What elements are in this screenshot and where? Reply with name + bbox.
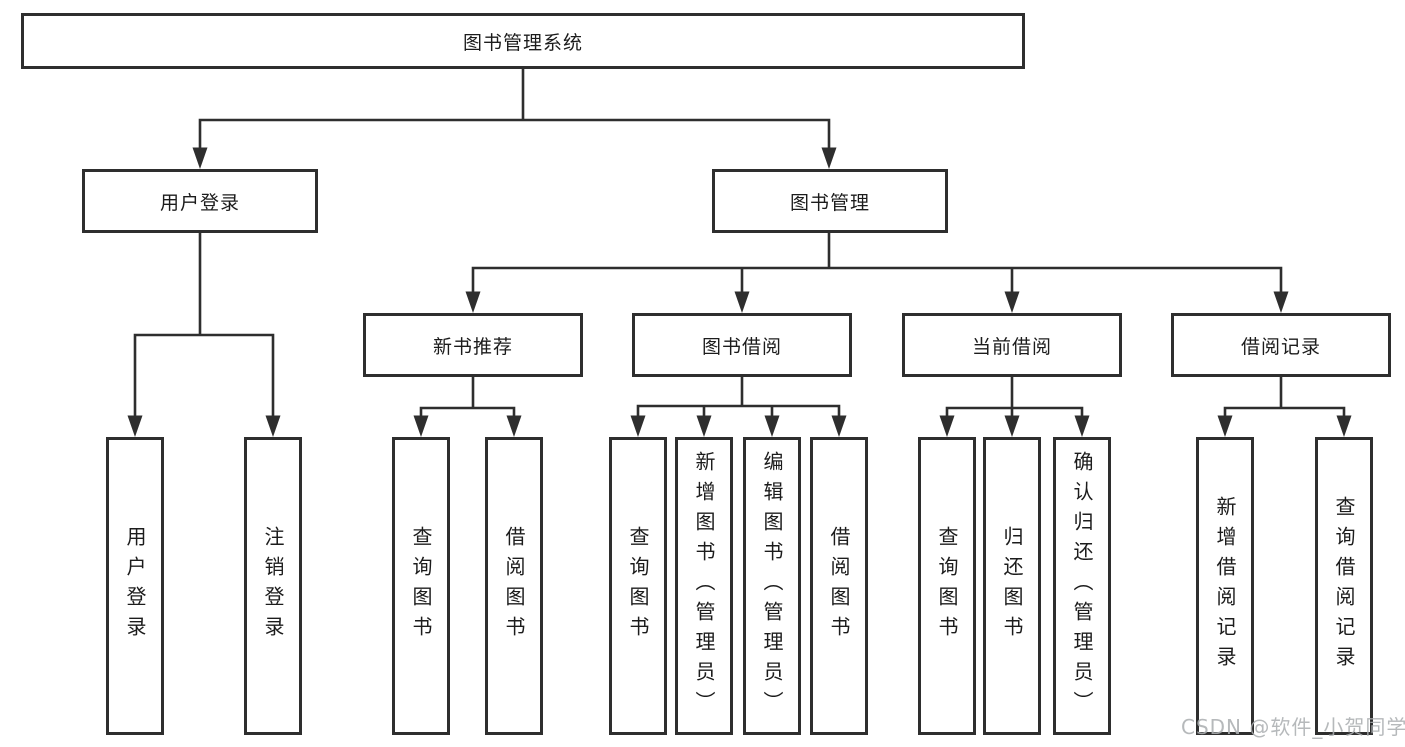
leaf-add-borrow-record: 新增借阅记录 xyxy=(1196,437,1254,735)
leaf-borrow-books-recommend: 借阅图书 xyxy=(485,437,543,735)
edge-book-borrowing-to-leaves xyxy=(630,375,847,437)
leaf-query-books-current: 查询图书 xyxy=(918,437,976,735)
leaf-query-borrow-record: 查询借阅记录 xyxy=(1315,437,1373,735)
leaf-label: 查询图书 xyxy=(409,526,433,646)
node-label: 用户登录 xyxy=(159,191,240,214)
leaf-label: 查询图书 xyxy=(935,526,959,646)
leaf-label: 借阅图书 xyxy=(502,526,526,646)
leaf-edit-books-admin: 编辑图书（管理员） xyxy=(743,437,801,735)
node-new-book-recommend: 新书推荐 xyxy=(363,313,583,377)
leaf-label: 查询图书 xyxy=(626,526,650,646)
leaf-label: 注销登录 xyxy=(261,526,285,646)
edge-book-management-to-sections xyxy=(465,230,1289,313)
leaf-query-books-borrowing: 查询图书 xyxy=(609,437,667,735)
leaf-return-books: 归还图书 xyxy=(983,437,1041,735)
leaf-label: 用户登录 xyxy=(123,526,147,646)
node-book-management: 图书管理 xyxy=(712,169,948,233)
edge-new-book-recommend-to-leaves xyxy=(413,375,522,437)
leaf-label: 归还图书 xyxy=(1000,526,1024,646)
leaf-label: 编辑图书（管理员） xyxy=(760,451,784,721)
edge-current-borrowing-to-leaves xyxy=(939,375,1090,437)
node-label: 图书管理 xyxy=(789,191,870,214)
node-book-borrowing: 图书借阅 xyxy=(632,313,852,377)
edge-root-to-level2 xyxy=(192,66,837,169)
leaf-confirm-return-admin: 确认归还（管理员） xyxy=(1053,437,1111,735)
leaf-borrow-books: 借阅图书 xyxy=(810,437,868,735)
node-label: 当前借阅 xyxy=(971,335,1052,358)
node-user-login: 用户登录 xyxy=(82,169,318,233)
node-borrowing-records: 借阅记录 xyxy=(1171,313,1391,377)
node-library-management-system: 图书管理系统 xyxy=(21,13,1025,69)
edge-user-login-to-leaves xyxy=(127,230,281,437)
node-label: 图书借阅 xyxy=(701,335,782,358)
node-label: 借阅记录 xyxy=(1240,335,1321,358)
leaf-label: 确认归还（管理员） xyxy=(1070,451,1094,721)
leaf-user-login: 用户登录 xyxy=(106,437,164,735)
leaf-label: 借阅图书 xyxy=(827,526,851,646)
node-label: 图书管理系统 xyxy=(462,31,583,54)
edge-borrowing-records-to-leaves xyxy=(1217,375,1352,437)
leaf-add-books-admin: 新增图书（管理员） xyxy=(675,437,733,735)
node-label: 新书推荐 xyxy=(432,335,513,358)
leaf-query-books-recommend: 查询图书 xyxy=(392,437,450,735)
leaf-logout: 注销登录 xyxy=(244,437,302,735)
leaf-label: 查询借阅记录 xyxy=(1332,496,1356,676)
watermark-csdn: CSDN @软件_小贺同学 xyxy=(1181,715,1405,739)
leaf-label: 新增图书（管理员） xyxy=(692,451,716,721)
node-current-borrowing: 当前借阅 xyxy=(902,313,1122,377)
leaf-label: 新增借阅记录 xyxy=(1213,496,1237,676)
